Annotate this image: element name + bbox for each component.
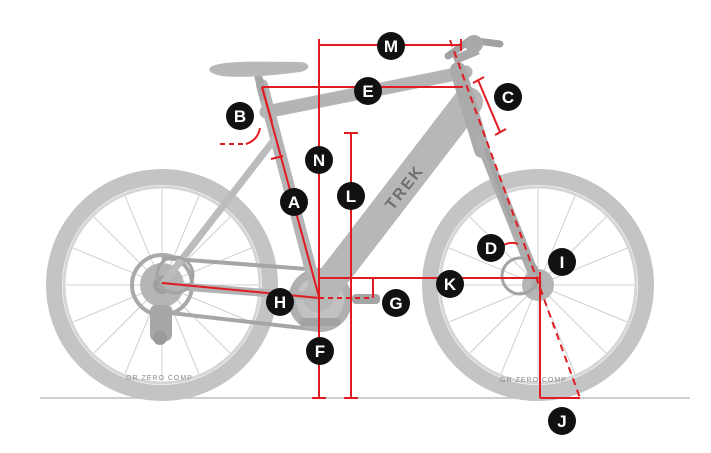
callout-n: N <box>305 146 333 174</box>
callout-g-label: G <box>389 294 402 313</box>
callout-g: G <box>382 289 410 317</box>
callout-j: J <box>548 407 576 435</box>
callout-i: I <box>548 248 576 276</box>
bike-illustration: GR ZERO COMP <box>46 35 654 401</box>
callout-a: A <box>280 188 308 216</box>
callout-e-label: E <box>362 82 373 101</box>
callouts: M E C B N L A D <box>226 32 576 435</box>
cockpit <box>444 35 504 65</box>
rear-rotor <box>155 255 195 295</box>
callout-k-label: K <box>444 275 457 294</box>
callout-f: F <box>306 337 334 365</box>
callout-c-label: C <box>502 88 514 107</box>
callout-d-label: D <box>485 239 497 258</box>
callout-j-label: J <box>557 412 566 431</box>
chain <box>161 256 321 332</box>
callout-l: L <box>337 182 365 210</box>
saddle-assembly <box>209 61 309 101</box>
line-b <box>261 86 273 123</box>
callout-h: H <box>266 288 294 316</box>
line-h <box>161 282 320 299</box>
callout-b-label: B <box>234 107 246 126</box>
callout-h-label: H <box>274 293 286 312</box>
callout-f-label: F <box>315 342 325 361</box>
front-rotor <box>500 256 540 296</box>
line-c <box>477 79 501 133</box>
callout-m: M <box>377 32 405 60</box>
callout-n-label: N <box>313 151 325 170</box>
callout-a-label: A <box>288 193 300 212</box>
line-steer <box>449 39 581 399</box>
callout-e: E <box>354 77 382 105</box>
rear-tire-text: GR ZERO COMP <box>126 375 193 382</box>
front-tire-text: GR ZERO COMP <box>500 377 567 384</box>
callout-c: C <box>494 83 522 111</box>
callout-i-label: I <box>560 253 565 272</box>
callout-k: K <box>436 270 464 298</box>
callout-m-label: M <box>384 37 398 56</box>
callout-l-label: L <box>346 187 356 206</box>
callout-d: D <box>477 234 505 262</box>
callout-b: B <box>226 102 254 130</box>
